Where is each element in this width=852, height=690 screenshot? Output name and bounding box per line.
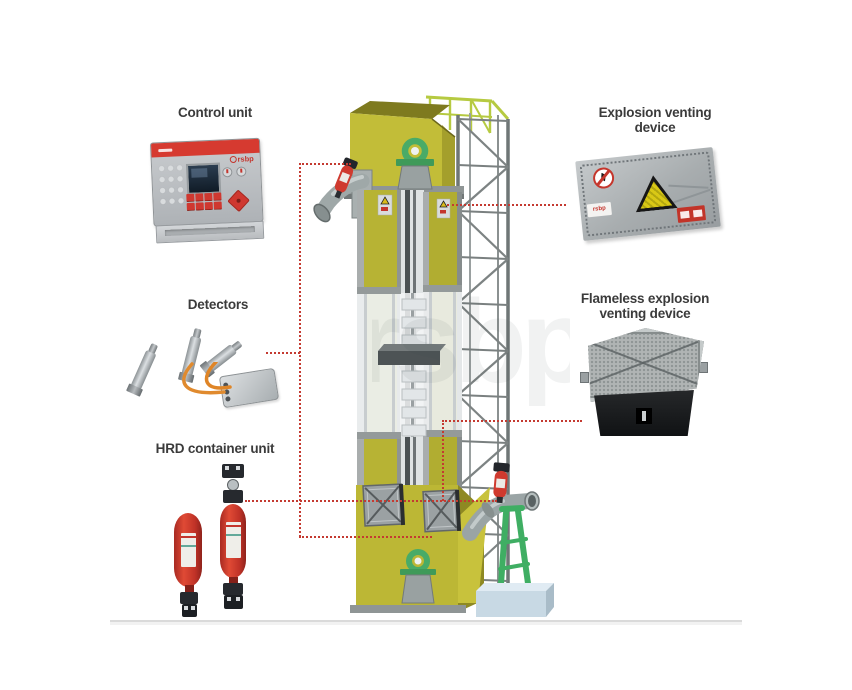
detector-probe: [130, 349, 157, 391]
bucket-elevator-illustration: [313, 95, 554, 617]
inlet-pipe: [462, 491, 540, 541]
hrd-neck: [229, 577, 238, 584]
boot-lifting-lug: [400, 549, 436, 604]
keypad-button: [204, 192, 213, 202]
device-base: [594, 390, 694, 436]
hrd-valve-base: [182, 604, 197, 617]
warning-sticker: [436, 198, 451, 219]
control-unit-image: rsbp: [149, 137, 270, 244]
inlet-hrd-bottle: [493, 462, 510, 504]
keypad-button: [213, 192, 222, 201]
hrd-valve-base: [224, 595, 243, 609]
hrd-top-actuator: [222, 464, 244, 478]
control-unit-dial: [222, 167, 233, 178]
mesh-lid: [588, 328, 704, 402]
page-divider-shadow: [110, 622, 742, 625]
label-flameless-venting-device: Flameless explosion venting device: [580, 291, 710, 321]
page-divider-line: [110, 620, 742, 622]
rsbp-sticker: rsbp: [586, 201, 612, 218]
control-unit-dpad: [227, 189, 250, 213]
panel-score-line: [670, 188, 711, 204]
control-unit-keypad: [186, 192, 224, 212]
hinge-tab: [580, 372, 589, 383]
warning-triangle-icon: [632, 173, 677, 212]
panel-score-line: [668, 184, 709, 189]
concrete-base: [476, 583, 554, 617]
label-explosion-venting-device: Explosion venting device: [598, 105, 712, 135]
boot-vent-panel-left: [362, 483, 406, 527]
control-unit-dial: [236, 166, 247, 177]
control-unit-header-text: [158, 148, 173, 153]
boot-vent-panel-right: [422, 489, 462, 533]
head-lifting-lug: [396, 137, 434, 190]
control-unit-screen: [185, 162, 222, 195]
flameless-venting-device-image: [580, 326, 710, 438]
hrd-neck: [185, 585, 194, 593]
hrd-top-valve: [223, 490, 243, 503]
label-control-unit: Control unit: [177, 105, 253, 120]
label-hrd-container-unit: HRD container unit: [155, 441, 275, 456]
control-unit-panel: rsbp: [149, 137, 264, 227]
bucket-column: [378, 293, 446, 437]
hrd-container-left: [170, 505, 210, 623]
keypad-button: [186, 193, 195, 203]
keypad-button: [204, 201, 213, 211]
label-detectors: Detectors: [187, 297, 249, 312]
hrd-valve: [180, 592, 198, 604]
control-unit-tray: [155, 220, 265, 244]
warning-sticker: [377, 194, 393, 216]
rsbp-logo-icon: [229, 155, 237, 164]
explosion-venting-device-image: rsbp: [575, 146, 722, 244]
hrd-valve: [223, 583, 243, 595]
base-slot: [636, 408, 652, 424]
keypad-button: [195, 193, 204, 202]
rsbp-logo: rsbp: [229, 154, 254, 164]
keypad-button: [186, 202, 195, 212]
keypad-button: [195, 202, 204, 211]
detector-cables: [182, 362, 232, 395]
prohibition-sign-icon: [592, 166, 616, 190]
vent-panel: rsbp: [575, 147, 721, 241]
hrd-cylinder-label: [181, 533, 196, 567]
hrd-container-right: [212, 460, 256, 622]
rating-plate: [676, 205, 707, 224]
control-unit-membrane-keys: [156, 162, 185, 208]
hrd-cylinder-label: [226, 522, 241, 558]
keypad-button: [213, 201, 222, 210]
